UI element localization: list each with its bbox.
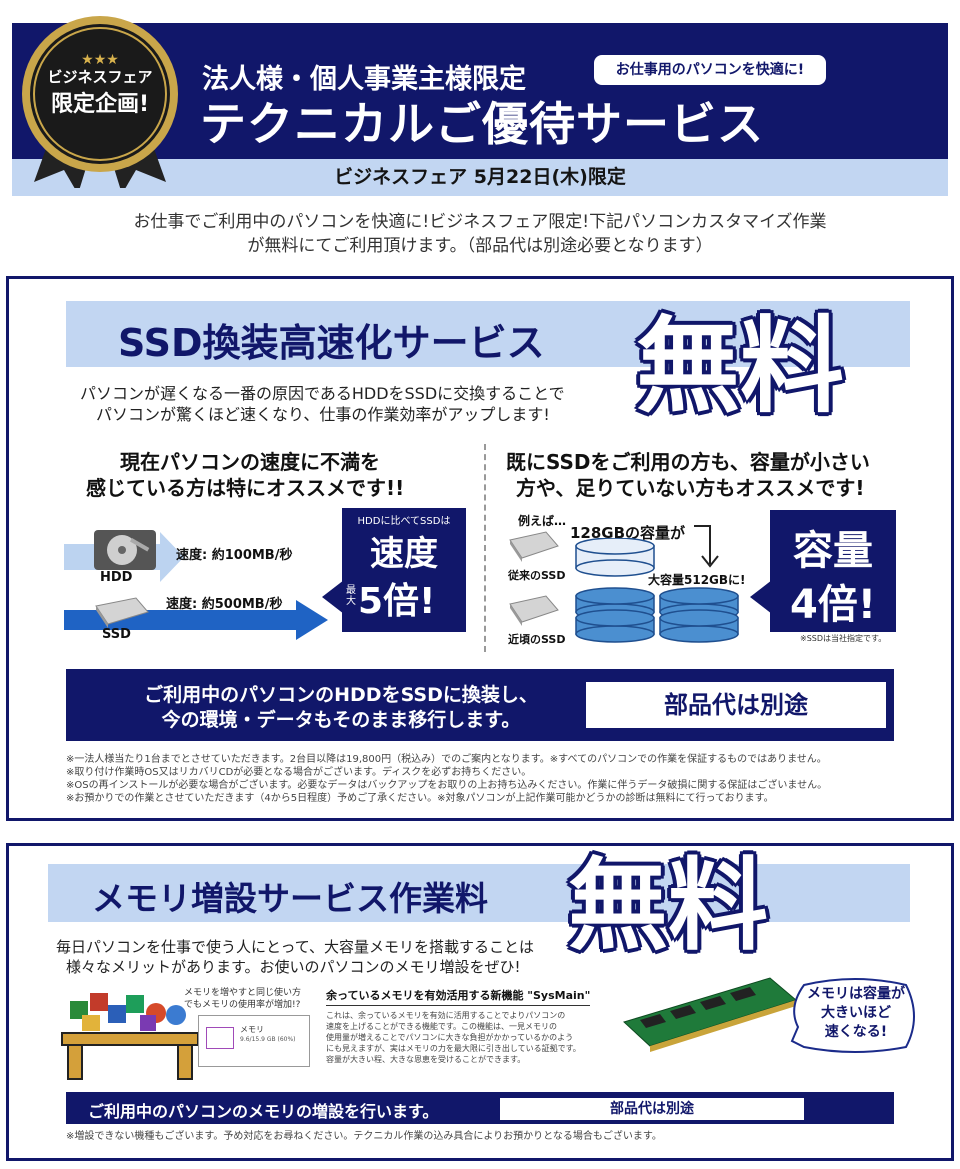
intro-line2: が無料にてご利用頂けます。（部品代は別途必要となります） xyxy=(247,236,713,256)
memory-desc2: 様々なメリットがあります。お使いのパソコンのメモリ増設をぜひ! xyxy=(66,958,521,976)
intro-text: お仕事でご利用中のパソコンを快適に!ビジネスフェア限定!下記パソコンカスタマイズ… xyxy=(40,210,920,258)
apps-on-desk-illustration xyxy=(61,993,199,1080)
header-target: 法人様・個人事業主様限定 xyxy=(202,64,526,95)
ssd-drive-icon xyxy=(95,597,149,628)
sysmain-line: 容量が大きい程、大きな恩恵を受けることができます。 xyxy=(326,1055,526,1064)
left-head2: 感じている方は特にオススメです!! xyxy=(86,476,405,500)
usage-question: メモリを増やすと同じ使い方 でもメモリの使用率が増加!? xyxy=(184,987,301,1011)
ssd-notes: ※一法人様当たり1台までとさせていただきます。2台目以降は19,800円（税込み… xyxy=(66,753,827,805)
hdd-icon xyxy=(94,530,156,570)
column-divider xyxy=(484,444,486,652)
capacity-box xyxy=(770,510,896,632)
ssd-parts-box: 部品代は別途 xyxy=(586,682,886,728)
capacity-box-pointer xyxy=(750,580,772,614)
usage-q2: でもメモリの使用率が増加!? xyxy=(184,1000,301,1010)
bubble-line3: 速くなる! xyxy=(824,1024,888,1040)
memory-desc1: 毎日パソコンを仕事で使う人にとって、大容量メモリを搭載することは xyxy=(56,938,535,956)
memory-widget xyxy=(198,1015,310,1067)
ssd-bar-line1: ご利用中のパソコンのHDDをSSDに換装し、 xyxy=(144,684,538,706)
ssd-free-label: 無料 xyxy=(636,305,845,427)
usage-q1: メモリを増やすと同じ使い方 xyxy=(184,988,302,998)
memory-module-illustration xyxy=(623,977,798,1052)
speech-bubble xyxy=(790,978,915,1053)
example-label: 例えば… xyxy=(518,514,567,528)
old-ssd-label: 従来のSSD xyxy=(508,569,566,582)
cap-small: 128GBの容量が xyxy=(570,524,686,542)
right-head1: 既にSSDをご利用の方も、容量が小さい xyxy=(506,450,870,474)
bubble-line1: メモリは容量が xyxy=(807,986,905,1002)
sysmain-heading: 余っているメモリを有効活用する新機能 "SysMain" xyxy=(326,987,591,1006)
memory-note: ※増設できない機種もございます。予め対応をお尋ねください。テクニカル作業の込み具… xyxy=(66,1131,662,1142)
memory-title-band xyxy=(48,864,910,922)
badge-line2: 限定企画! xyxy=(50,92,150,117)
medal-badge: ★★★ xyxy=(22,16,178,188)
hdd-speed: 速度: 約100MB/秒 xyxy=(176,548,293,563)
speed-word: 速度 xyxy=(370,534,438,574)
memory-widget-label: メモリ xyxy=(240,1025,264,1034)
speed-note: HDDに比べてSSDは xyxy=(357,516,451,527)
ssd-note: ※一法人様当たり1台までとさせていただきます。2台目以降は19,800円（税込み… xyxy=(66,754,827,765)
header-date: ビジネスフェア 5月22日(木)限定 xyxy=(12,159,948,196)
left-head1: 現在パソコンの速度に不満を xyxy=(120,450,380,474)
capacity-word: 容量 xyxy=(793,528,873,574)
ssd-title: SSD換装高速化サービス xyxy=(118,321,545,365)
right-head2: 方や、足りていない方もオススメです! xyxy=(516,476,865,500)
ssd-note: ※お預かりでの作業とさせていただきます（4から5日程度）予めご了承ください。※対… xyxy=(66,793,774,804)
bubble-line2: 大きいほど xyxy=(821,1005,891,1021)
sysmain-line: 使用量が増えることでパソコンに大きな負担がかかっているかのよう xyxy=(326,1033,574,1042)
memory-chart-swatch xyxy=(206,1027,234,1049)
speed-box xyxy=(342,508,466,632)
intro-line1: お仕事でご利用中のパソコンを快適に!ビジネスフェア限定!下記パソコンカスタマイズ… xyxy=(133,212,827,232)
memory-widget-value: 9.6/15.9 GB (60%) xyxy=(240,1036,296,1043)
memory-free-label: 無料 xyxy=(568,847,768,964)
ssd-desc1: パソコンが遅くなる一番の原因であるHDDをSSDに交換することで xyxy=(80,384,565,403)
capacity-disks xyxy=(575,538,739,643)
old-ssd-icon xyxy=(509,531,559,562)
ssd-label: SSD xyxy=(102,627,131,642)
ssd-note: ※取り付け作業時OS又はリカバリCDが必要となる場合がございます。ディスクを必ず… xyxy=(66,767,532,778)
sysmain-line: 速度を上げることができる機能です。この機能は、一見メモリの xyxy=(326,1022,558,1031)
sysmain-line: これは、余っているメモリを有効に活用することでよりパソコンの xyxy=(326,1011,566,1020)
svg-text:★★★: ★★★ xyxy=(81,52,119,68)
new-ssd-label: 近頃のSSD xyxy=(508,633,566,646)
sysmain-line: にも見えますが、実はメモリの力を最大限に引き出している証拠です。 xyxy=(326,1044,581,1053)
speed-max: 最大 xyxy=(346,585,356,607)
cap-big: 大容量512GBに! xyxy=(648,573,746,587)
speed-box-pointer xyxy=(322,580,344,614)
capacity-note: ※SSDは当社指定です。 xyxy=(800,634,887,643)
badge-line1: ビジネスフェア xyxy=(47,68,153,86)
ssd-bar-line2: 今の環境・データもそのまま移行します。 xyxy=(161,709,521,731)
bubble-text: メモリは容量が 大きいほど 速くなる! xyxy=(792,985,920,1042)
header-pill: お仕事用のパソコンを快適に! xyxy=(594,55,826,85)
ssd-speed: 速度: 約500MB/秒 xyxy=(166,597,283,612)
hdd-label: HDD xyxy=(100,570,133,585)
header-title: テクニカルご優待サービス xyxy=(200,97,764,151)
capacity-times: 4倍! xyxy=(789,582,877,628)
memory-bar-text: ご利用中のパソコンのメモリの増設を行います。 xyxy=(88,1102,439,1121)
memory-title: メモリ増設サービス作業料 xyxy=(92,879,488,918)
ssd-desc2: パソコンが驚くほど速くなり、仕事の作業効率がアップします! xyxy=(96,405,550,424)
speed-times: 5倍! xyxy=(358,581,436,622)
new-ssd-icon xyxy=(509,595,559,626)
ssd-note: ※OSの再インストールが必要な場合がございます。必要なデータはバックアップをお取… xyxy=(66,780,828,791)
arrow-down-icon xyxy=(694,525,719,568)
sysmain-body: これは、余っているメモリを有効に活用することでよりパソコンの 速度を上げることが… xyxy=(326,1010,581,1065)
ssd-title-band xyxy=(66,301,910,367)
memory-parts-box: 部品代は別途 xyxy=(500,1098,804,1120)
